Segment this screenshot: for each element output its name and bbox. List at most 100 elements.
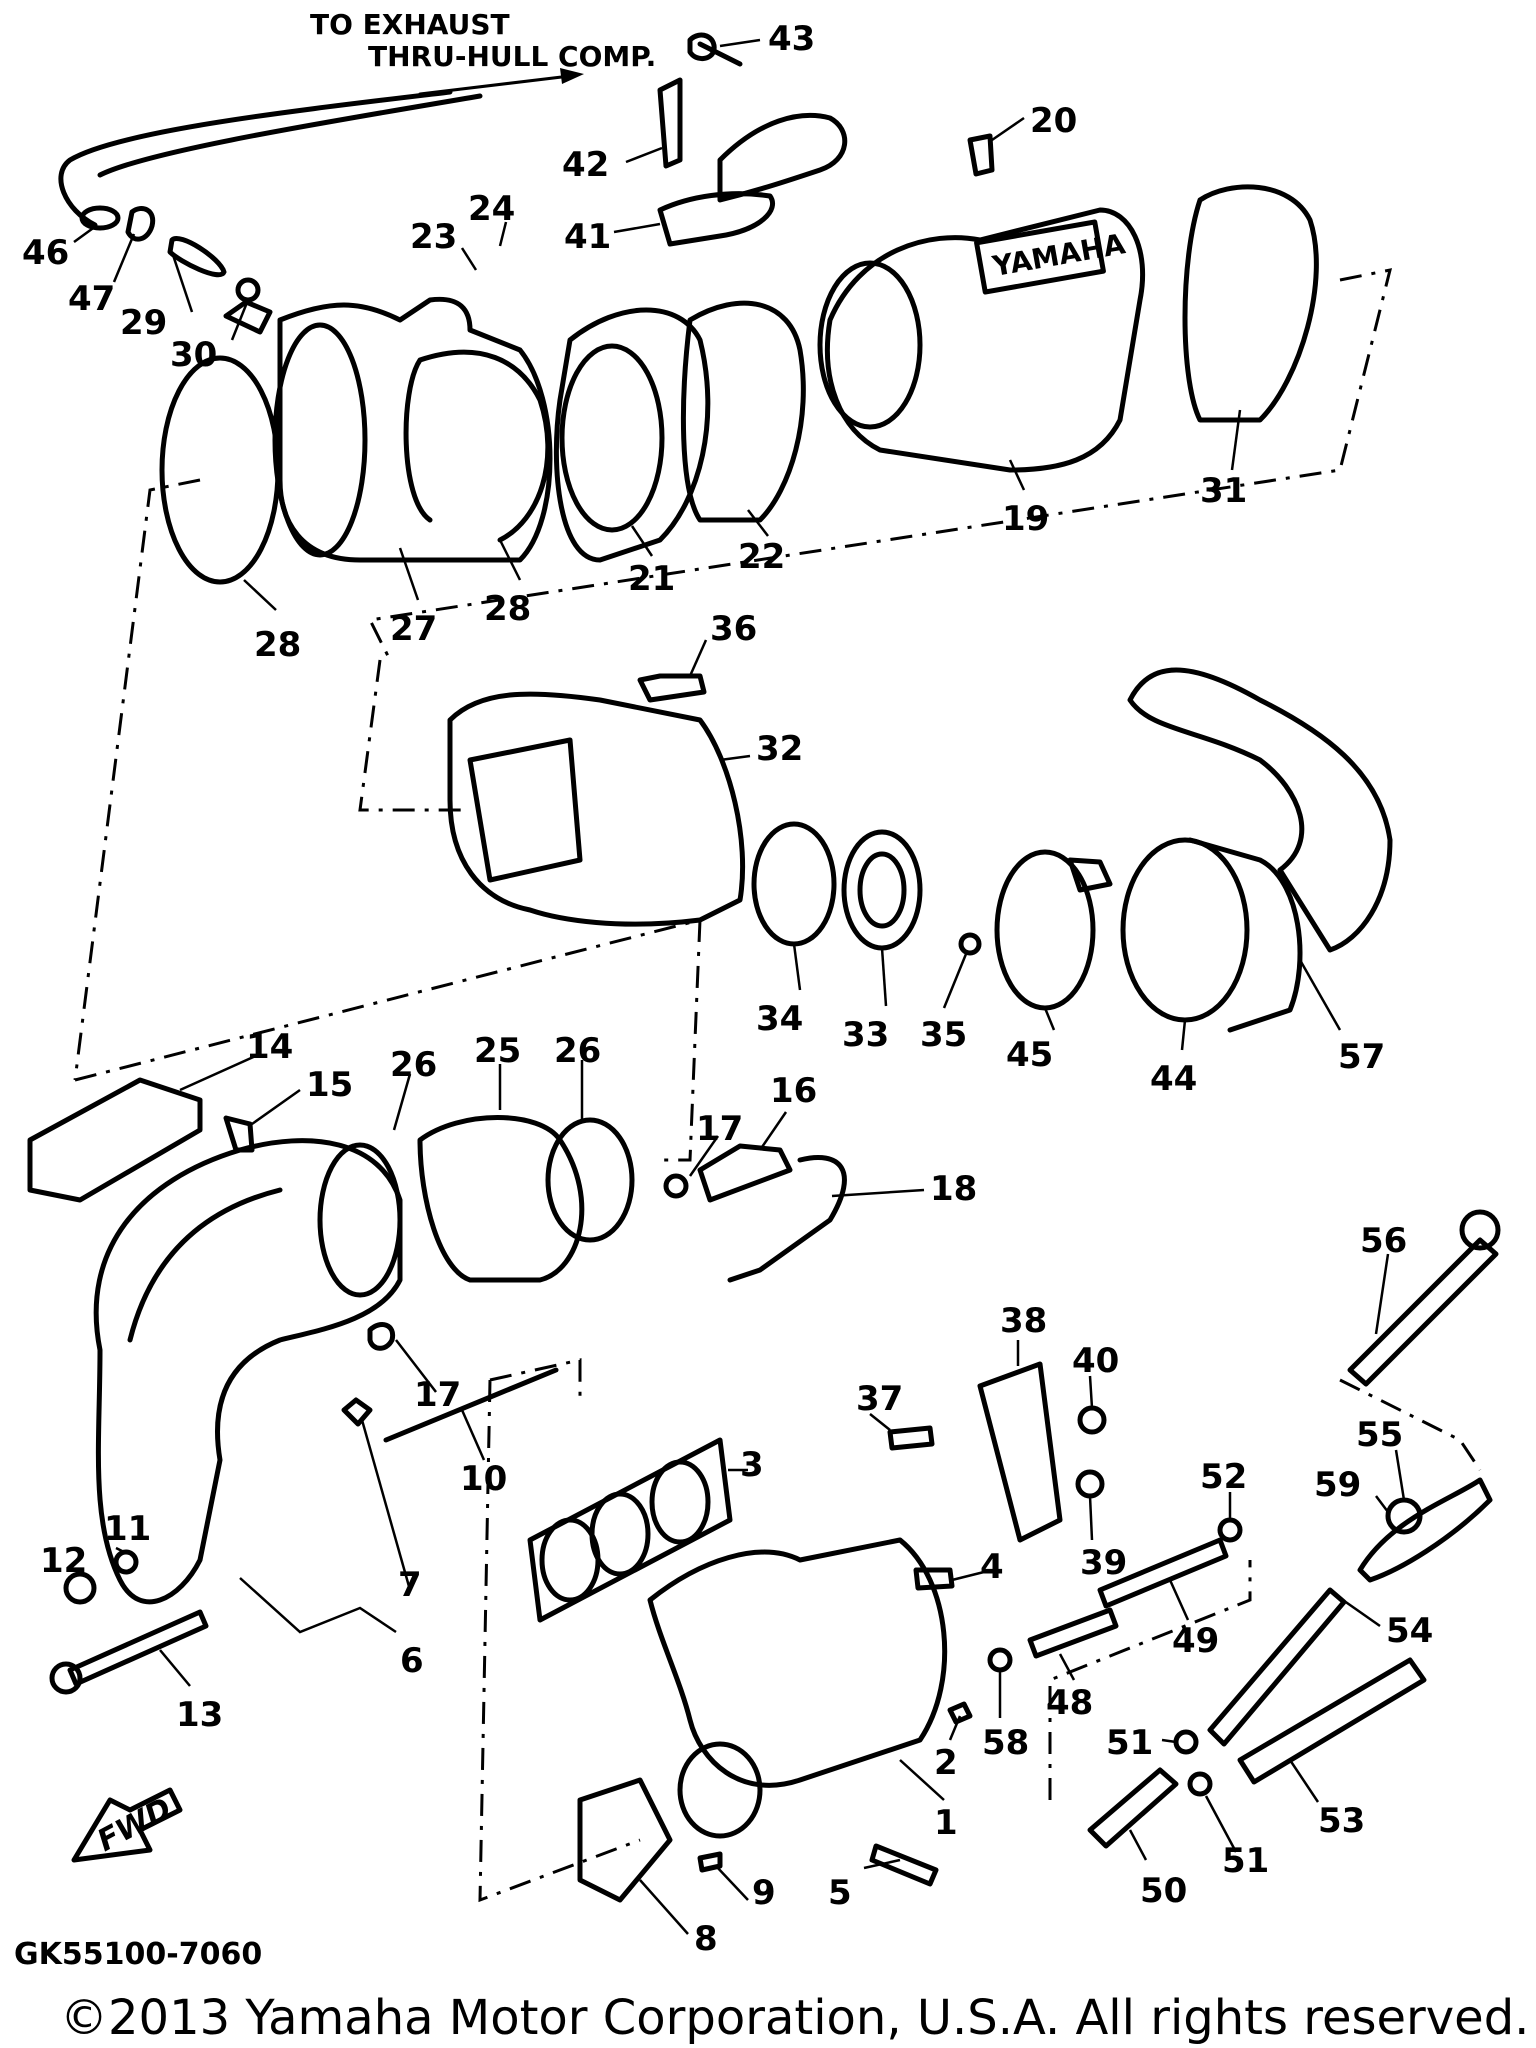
exhaust-hose-46 (58, 89, 483, 228)
valve-56 (1347, 1237, 1499, 1387)
clamp-45-tab (1067, 857, 1113, 893)
callout-57: 57 (1338, 1037, 1385, 1077)
fitting-54 (1207, 1587, 1347, 1747)
callout-37: 37 (856, 1379, 903, 1419)
callout-45: 45 (1006, 1035, 1053, 1075)
callout-20: 20 (1030, 101, 1077, 141)
callout-12: 12 (40, 1541, 87, 1581)
callout-49: 49 (1172, 1621, 1219, 1661)
assembly-line-left (73, 478, 201, 1081)
washer-30 (235, 277, 261, 303)
clamp-17a (663, 1173, 689, 1199)
callout-10: 10 (460, 1459, 507, 1499)
callout-14: 14 (246, 1027, 293, 1067)
washer-51b (1187, 1771, 1213, 1797)
callout-27: 27 (390, 609, 437, 649)
bolt-13 (67, 1609, 209, 1687)
bolt-15 (223, 1115, 255, 1153)
callout-44: 44 (1150, 1059, 1197, 1099)
bolt-37 (887, 1425, 935, 1451)
callout-29: 29 (120, 303, 167, 343)
callout-51a: 51 (1106, 1723, 1153, 1763)
fwd-arrow (71, 1787, 183, 1863)
diagram-code: GK55100-7060 (14, 1937, 262, 1972)
plate-33-inner (857, 851, 907, 929)
joint-housing-32 (447, 691, 746, 927)
hose-57 (1127, 667, 1393, 953)
callout-34: 34 (756, 999, 803, 1039)
callout-17a: 17 (696, 1109, 743, 1149)
assembly-line-mid-left (74, 918, 701, 1082)
note-line-1: TO EXHAUST (310, 8, 510, 41)
callout-26b: 26 (554, 1031, 601, 1071)
callout-53: 53 (1318, 1801, 1365, 1841)
callout-2: 2 (934, 1743, 958, 1783)
callout-47: 47 (68, 279, 115, 319)
callout-labels: 43 42 41 20 46 47 29 30 23 24 28 27 28 2… (22, 19, 1433, 1959)
callout-3: 3 (740, 1445, 764, 1485)
direction-arrow-head (560, 68, 584, 84)
assembly-line-valve (1339, 1378, 1482, 1471)
exhaust-note-group: TO EXHAUST THRU-HULL COMP. (310, 8, 656, 96)
callout-51b: 51 (1222, 1841, 1269, 1881)
assembly-line-mid (358, 659, 702, 1162)
callout-28b: 28 (484, 589, 531, 629)
callout-48: 48 (1046, 1683, 1093, 1723)
hose-end-46 (79, 205, 121, 231)
muffler-19 (824, 207, 1146, 473)
manifold-1 (647, 1537, 948, 1788)
callout-24: 24 (468, 189, 515, 229)
callout-58: 58 (982, 1723, 1029, 1763)
fitting-29 (167, 236, 227, 278)
bolt-13-head (49, 1661, 83, 1695)
fitting-50 (1087, 1767, 1179, 1849)
pipe-6-rib (127, 1187, 283, 1343)
leader-lines (71, 38, 1406, 1935)
callout-13: 13 (176, 1695, 223, 1735)
callout-50: 50 (1140, 1871, 1187, 1911)
callout-7: 7 (398, 1565, 422, 1605)
clamp-28a-tab (223, 299, 273, 335)
valve-56-cap (1459, 1209, 1501, 1251)
callout-30: 30 (170, 335, 217, 375)
note-line-2: THRU-HULL COMP. (368, 40, 656, 73)
pipe-49 (1097, 1537, 1229, 1609)
callout-54: 54 (1386, 1611, 1433, 1651)
bolt-2 (947, 1701, 973, 1725)
clamp-28a (159, 355, 281, 585)
callout-52: 52 (1200, 1457, 1247, 1497)
callout-33: 33 (842, 1015, 889, 1055)
assembly-line-lower (478, 1358, 641, 1903)
gasket-22 (680, 300, 806, 523)
assembly-line-pipes (1048, 1560, 1252, 1800)
copyright-notice: ©2013 Yamaha Motor Corporation, U.S.A. A… (60, 1990, 1529, 2046)
callout-42: 42 (562, 145, 609, 185)
callout-5: 5 (828, 1873, 852, 1913)
gasket-31 (1182, 184, 1319, 423)
plate-33 (841, 829, 923, 951)
screw-35 (958, 932, 982, 956)
callout-4: 4 (980, 1547, 1004, 1587)
gasket-21-bore (559, 343, 665, 533)
bolt-36 (637, 673, 707, 703)
washer-51a (1173, 1729, 1199, 1755)
callout-17b: 17 (414, 1375, 461, 1415)
callout-6: 6 (400, 1641, 424, 1681)
fwd-arrow-label: FWD (92, 1791, 178, 1859)
washer-7 (341, 1397, 373, 1427)
callout-16: 16 (770, 1071, 817, 1111)
callout-35: 35 (920, 1015, 967, 1055)
bolt-43 (687, 32, 743, 67)
bolt-5 (869, 1843, 939, 1887)
hose-18 (727, 1155, 847, 1283)
nut-40 (1077, 1405, 1107, 1435)
washer-58 (987, 1647, 1013, 1673)
callout-46: 46 (22, 233, 69, 273)
callout-28a: 28 (254, 625, 301, 665)
pin-9 (697, 1851, 723, 1873)
callout-8: 8 (694, 1919, 718, 1959)
callout-1: 1 (934, 1803, 958, 1843)
bracket-41 (657, 113, 848, 247)
assembly-line-top (367, 268, 1393, 661)
